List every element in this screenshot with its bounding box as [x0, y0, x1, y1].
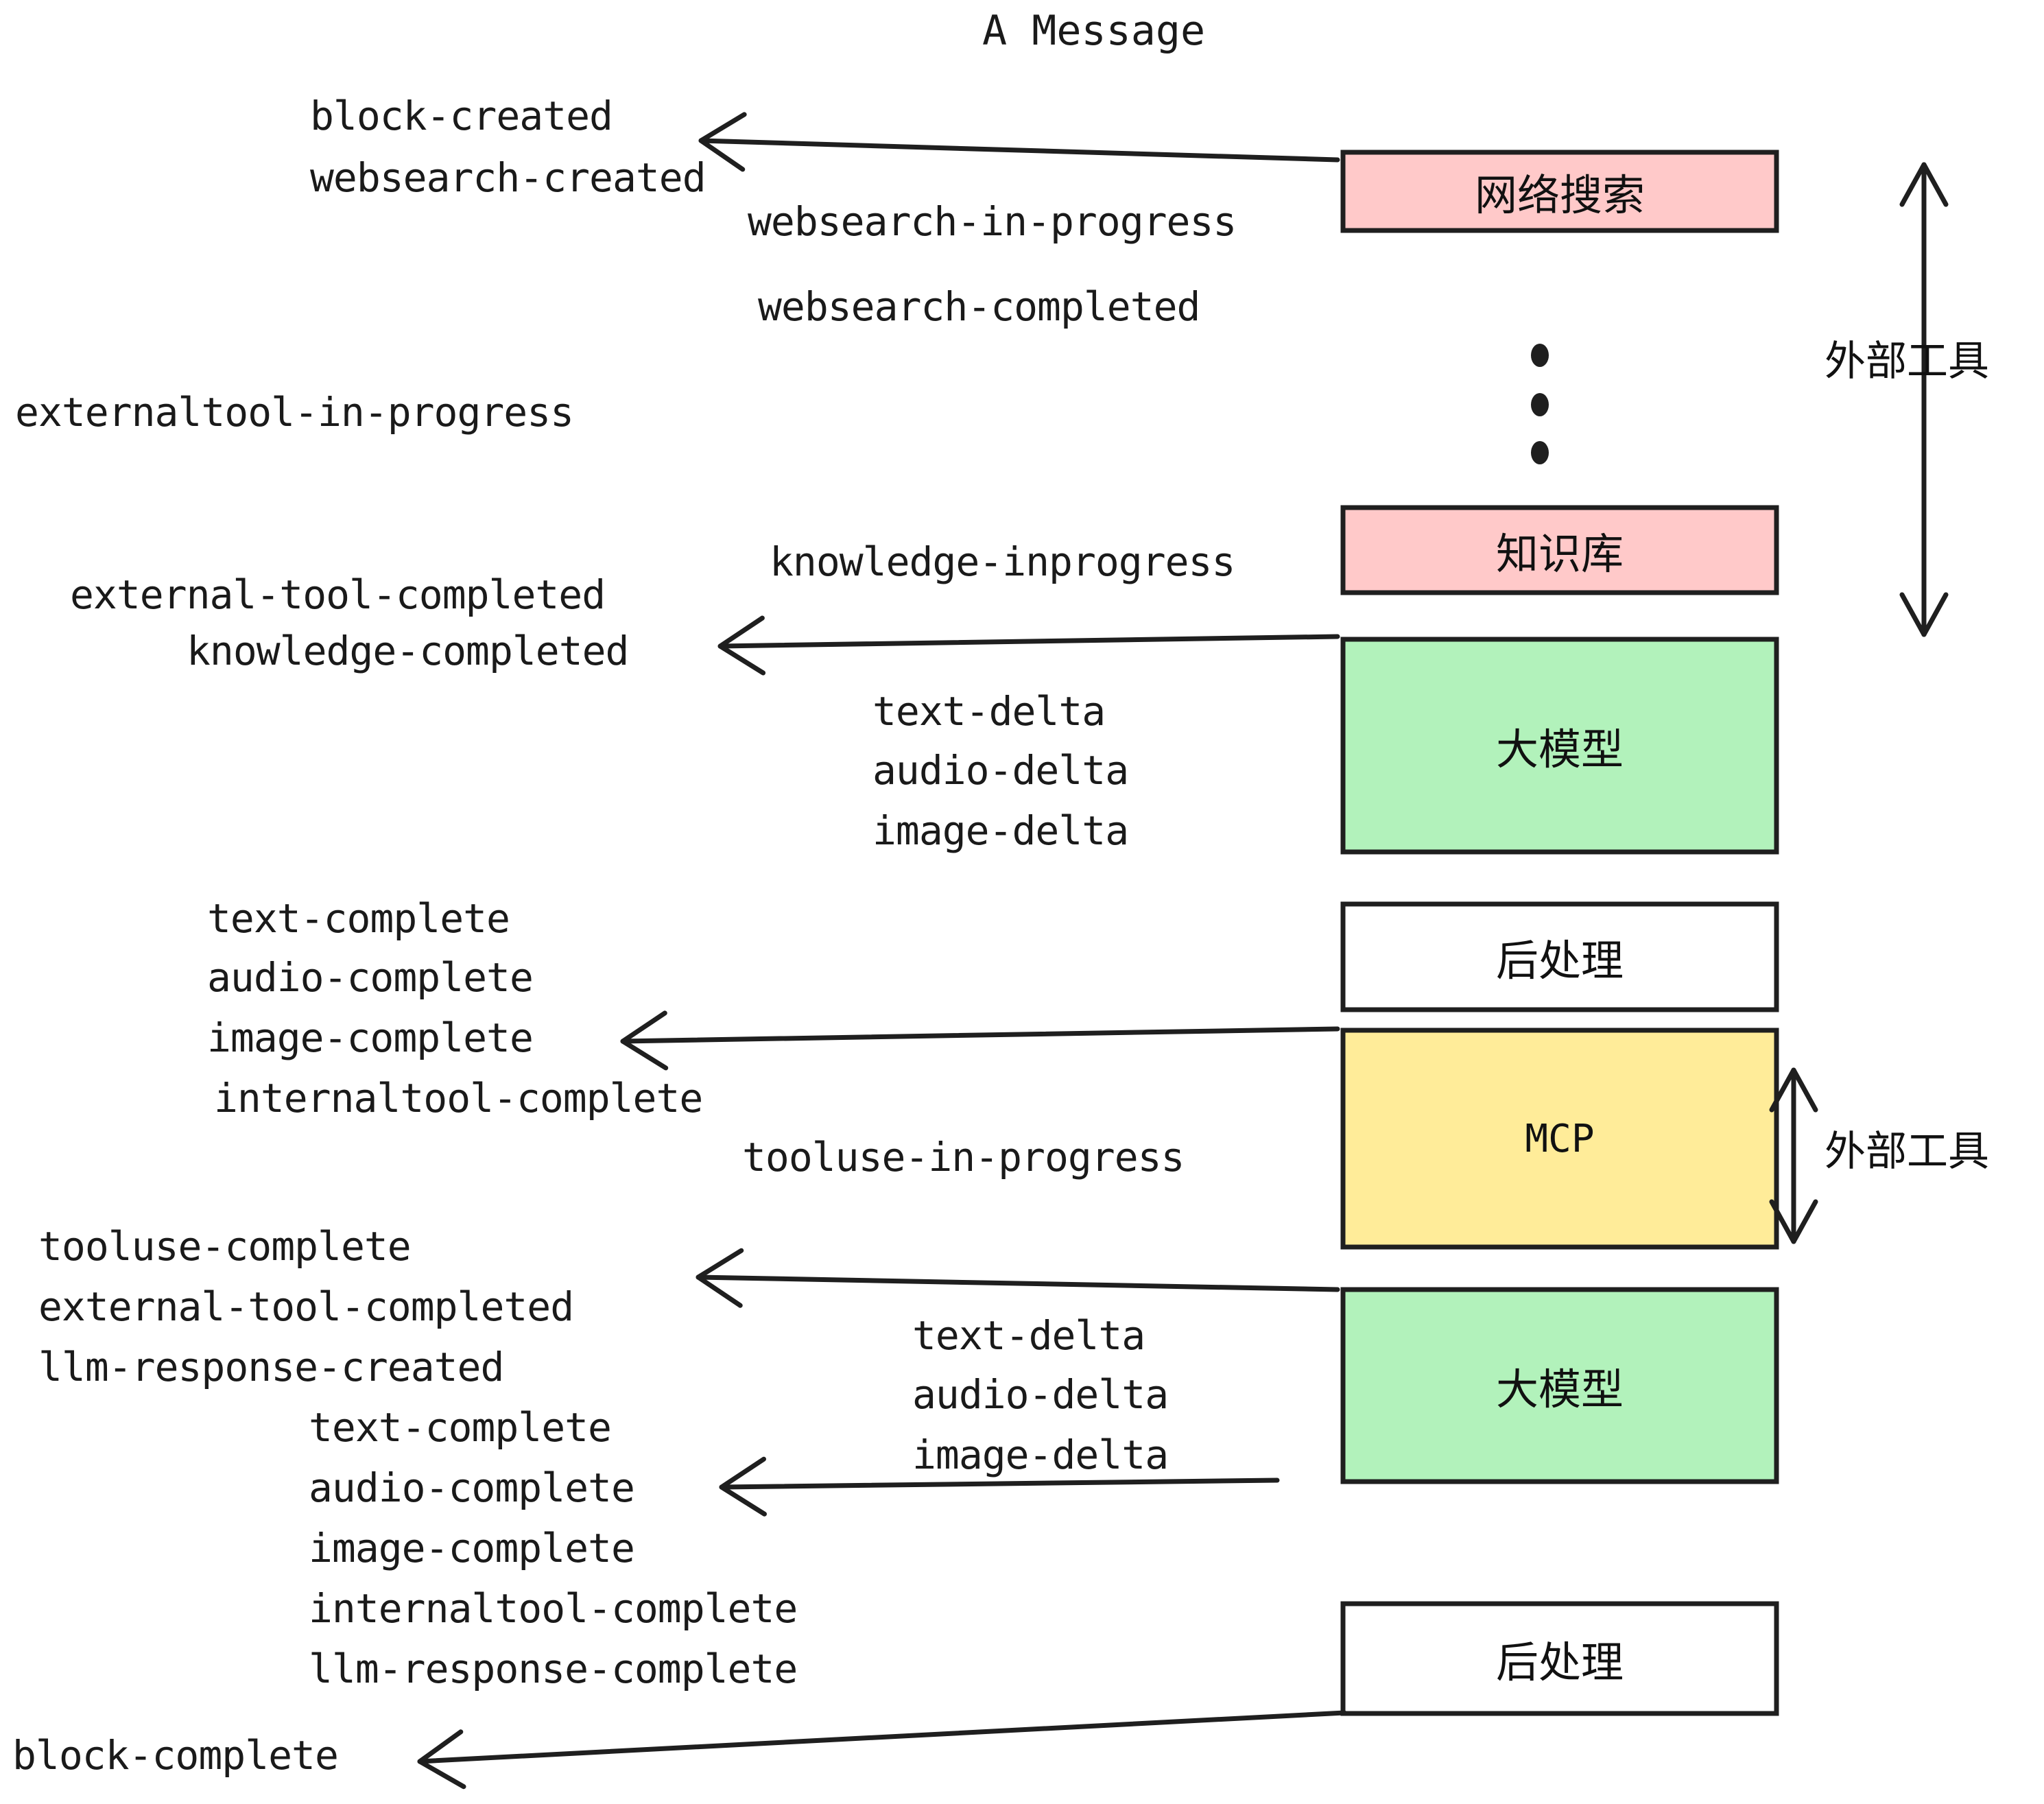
event-label-internaltool-complete-2: internaltool-complete [309, 1585, 798, 1632]
block-complete-arrow-head [417, 1729, 466, 1790]
ellipsis-dot-1 [1531, 344, 1549, 367]
event-label-image-delta-2: image-delta [912, 1432, 1169, 1478]
box-llm-2 [1340, 1287, 1779, 1484]
event-label-websearch-in-progress: websearch-in-progress [748, 198, 1237, 245]
event-label-websearch-completed: websearch-completed [758, 283, 1200, 330]
event-label-block-created: block-created [310, 93, 613, 139]
box-websearch [1340, 150, 1779, 233]
external-tool-arrow-top-head-down [1899, 592, 1949, 637]
block-created-arrow [698, 138, 1340, 163]
event-label-external-tool-completed-1: external-tool-completed [70, 571, 606, 618]
tooluse-complete-arrow-head [696, 1248, 744, 1308]
external-tool-arrow-bottom-head-down [1769, 1199, 1818, 1244]
event-label-text-delta-1: text-delta [872, 688, 1106, 735]
event-label-audio-delta-1: audio-delta [872, 747, 1129, 794]
event-label-external-tool-completed-2: external-tool-completed [38, 1283, 574, 1330]
event-label-knowledge-completed: knowledge-completed [187, 628, 629, 674]
event-label-tooluse-complete: tooluse-complete [38, 1223, 412, 1270]
event-label-externaltool-in-progress: externaltool-in-progress [15, 389, 574, 436]
knowledge-completed-arrow [717, 634, 1340, 649]
ellipsis-dot-2 [1531, 393, 1549, 416]
event-label-block-complete: block-complete [12, 1732, 339, 1779]
box-postprocess-2 [1340, 1601, 1779, 1716]
event-label-image-complete-2: image-complete [309, 1525, 635, 1571]
box-knowledge [1340, 505, 1779, 595]
event-label-knowledge-inprogress: knowledge-inprogress [770, 538, 1235, 585]
event-label-text-complete-1: text-complete [207, 895, 510, 942]
block-created-arrow-head [698, 112, 747, 172]
external-tool-arrow-top-head-up [1899, 162, 1949, 207]
audio-complete-arrow-head [719, 1456, 767, 1517]
event-label-audio-complete-2: audio-complete [309, 1464, 635, 1511]
audio-complete-arrow [719, 1477, 1280, 1490]
event-label-websearch-created: websearch-created [310, 154, 706, 201]
event-label-audio-complete-1: audio-complete [207, 954, 534, 1001]
event-label-internaltool-complete-1: internaltool-complete [214, 1075, 703, 1121]
tooluse-complete-arrow [696, 1274, 1340, 1292]
box-postprocess-1 [1340, 901, 1779, 1012]
event-label-audio-delta-2: audio-delta [912, 1371, 1169, 1418]
knowledge-completed-arrow-head [717, 615, 766, 676]
ellipsis-dot-3 [1531, 441, 1549, 464]
event-label-llm-response-complete: llm-response-complete [309, 1646, 798, 1692]
side-label-external-tool-top: 外部工具 [1825, 337, 1989, 385]
event-label-tooluse-in-progress: tooluse-in-progress [742, 1134, 1185, 1180]
event-label-llm-response-created: llm-response-created [38, 1344, 504, 1390]
image-complete-arrow-head [620, 1010, 669, 1071]
diagram-title: A Message [982, 7, 1206, 55]
event-label-text-complete-2: text-complete [309, 1404, 612, 1451]
box-llm-1 [1340, 637, 1779, 855]
box-mcp [1340, 1028, 1779, 1250]
event-label-image-delta-1: image-delta [872, 807, 1129, 854]
event-label-text-delta-2: text-delta [912, 1312, 1145, 1359]
external-tool-arrow-bottom-head-up [1769, 1067, 1818, 1113]
side-label-external-tool-bottom: 外部工具 [1825, 1128, 1989, 1176]
block-complete-arrow [417, 1710, 1347, 1764]
image-complete-arrow [620, 1026, 1340, 1044]
event-label-image-complete-1: image-complete [207, 1014, 534, 1061]
